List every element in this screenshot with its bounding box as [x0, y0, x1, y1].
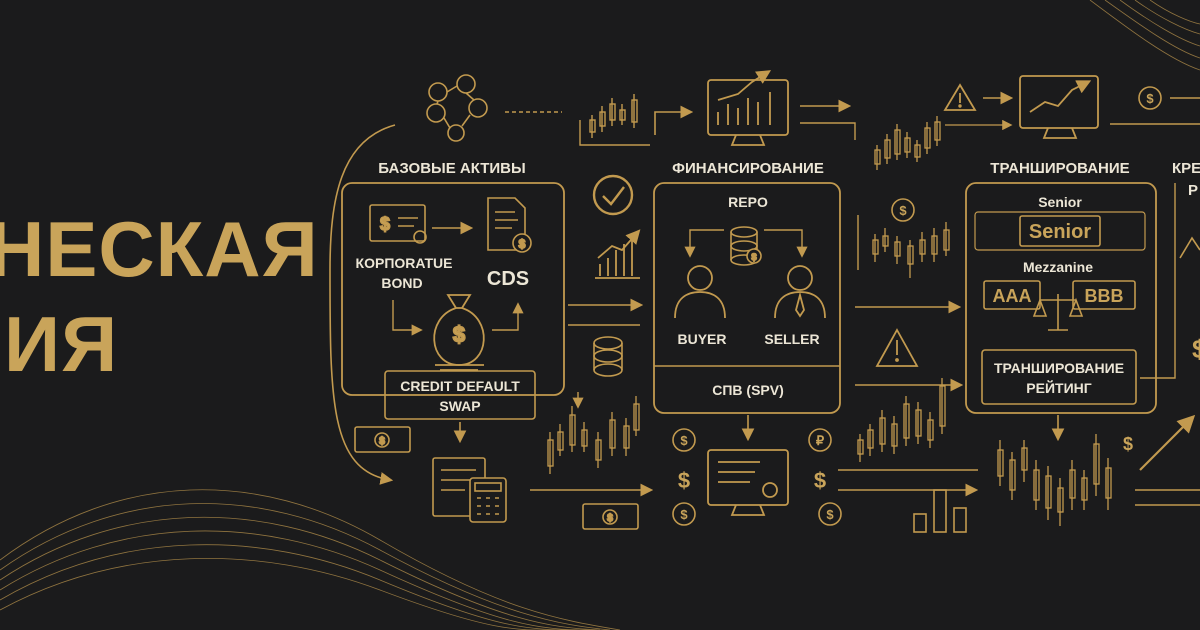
dollar-sign-icon: $ [1123, 434, 1133, 454]
svg-text:$: $ [379, 436, 385, 447]
assets-box [341, 182, 565, 396]
banknote-icon-2: $ [582, 503, 639, 530]
candlestick-chart-3 [547, 396, 640, 474]
dollar-coin-icon: $ [1138, 86, 1162, 110]
candlestick-chart-2 [874, 116, 1013, 170]
bond-label-line1: КОРПОRATUE [356, 255, 453, 271]
financing-heading: ФИНАНСИРОВАНИЕ [672, 160, 824, 177]
senior-box-label: Senior [1029, 221, 1091, 243]
spv-label: СПВ (SPV) [712, 382, 784, 398]
svg-text:$: $ [380, 214, 390, 234]
money-bag-icon: $ [433, 294, 485, 371]
aaa-label: AAA [993, 286, 1032, 306]
cds-document-icon: $ [487, 197, 532, 253]
senior-outer-frame [974, 211, 1146, 251]
growth-arrow [1139, 414, 1196, 471]
bond-label-line2: BOND [381, 275, 422, 291]
svg-text:$: $ [1146, 91, 1154, 106]
svg-text:$: $ [680, 507, 688, 522]
calculator-document-icon [432, 457, 507, 523]
decorative-wave-bottom [0, 489, 621, 630]
candlestick-chart-4 [872, 222, 950, 278]
swap-label-line2: SWAP [439, 398, 480, 414]
arrow [764, 229, 808, 258]
hero-title-line2: ИЯ [4, 300, 119, 388]
rating-box [981, 349, 1137, 405]
svg-text:$: $ [680, 433, 688, 448]
hero-title-line1: НЕСКАЯ [0, 205, 319, 293]
candlestick-chart-6 [997, 434, 1112, 526]
svg-text:$: $ [607, 513, 613, 524]
bbb-label: BBB [1085, 286, 1124, 306]
seller-person-icon [774, 265, 826, 319]
cds-label: CDS [487, 268, 529, 290]
tranching-heading: ТРАНШИРОВАНИЕ [990, 160, 1129, 177]
warning-icon-2 [875, 328, 919, 367]
financing-box [653, 182, 841, 414]
buyer-label: BUYER [677, 331, 726, 347]
senior-tranche-box [1019, 215, 1101, 247]
banknote-icon: $ [354, 426, 411, 453]
candlestick-chart-1 [579, 94, 650, 146]
assets-heading: БАЗОВЫЕ АКТИВЫ [378, 160, 525, 177]
currency-icons: ₽ $ $ [808, 428, 842, 526]
tranching-box [965, 182, 1157, 414]
candlestick-chart-5 [857, 378, 946, 462]
svg-text:₽: ₽ [816, 433, 825, 448]
svg-text:$: $ [751, 252, 756, 262]
bbb-box [1072, 280, 1136, 310]
decorative-wave-top [1089, 0, 1200, 71]
arrow [684, 229, 724, 258]
certificate-monitor-icon [707, 449, 789, 516]
network-icon [426, 74, 488, 142]
rating-label-line2: РЕЙТИНГ [1026, 379, 1091, 396]
svg-text:$: $ [814, 468, 826, 493]
credit-heading-line1: КРЕ [1172, 160, 1200, 177]
dollar-sign-icon-2: $ [1192, 334, 1200, 364]
dollar-coin-icon-2: $ [891, 198, 915, 222]
mezzanine-label: Mezzanine [1023, 259, 1093, 275]
arrow [492, 302, 524, 331]
svg-text:$: $ [678, 468, 690, 493]
mountain-chart-icon [1179, 236, 1200, 259]
svg-text:$: $ [519, 237, 526, 251]
svg-text:$: $ [826, 507, 834, 522]
checkmark-icon [592, 174, 634, 216]
arrow [392, 300, 423, 336]
buyer-person-icon [674, 265, 726, 319]
monitor-chart-icon-2 [1019, 75, 1099, 139]
svg-text:$: $ [453, 322, 465, 347]
database-icon: $ [730, 226, 762, 266]
dollar-icons-column: $ $ $ [672, 428, 696, 526]
loop-arrow [329, 124, 396, 485]
swap-label-line1: CREDIT DEFAULT [400, 378, 520, 394]
senior-small-label: Senior [1038, 194, 1082, 210]
rating-label-line1: ТРАНШИРОВАНИЕ [994, 360, 1124, 376]
seller-label: SELLER [764, 331, 819, 347]
aaa-box [983, 280, 1041, 310]
swap-box [384, 370, 536, 420]
connector [1135, 489, 1200, 506]
growth-chart-icon [595, 229, 641, 279]
repo-label: REPO [728, 194, 768, 210]
monitor-chart-icon [707, 70, 789, 146]
bar-chart-icon [913, 489, 967, 533]
scales-icon [1032, 294, 1084, 331]
connector [800, 122, 856, 140]
warning-icon [943, 83, 977, 111]
connector [1140, 183, 1176, 379]
bond-certificate-icon: $ [369, 204, 427, 244]
coin-stack-icon [593, 336, 623, 377]
credit-heading-line2: Р [1188, 182, 1198, 199]
arrow [654, 105, 694, 135]
svg-text:$: $ [899, 203, 907, 218]
